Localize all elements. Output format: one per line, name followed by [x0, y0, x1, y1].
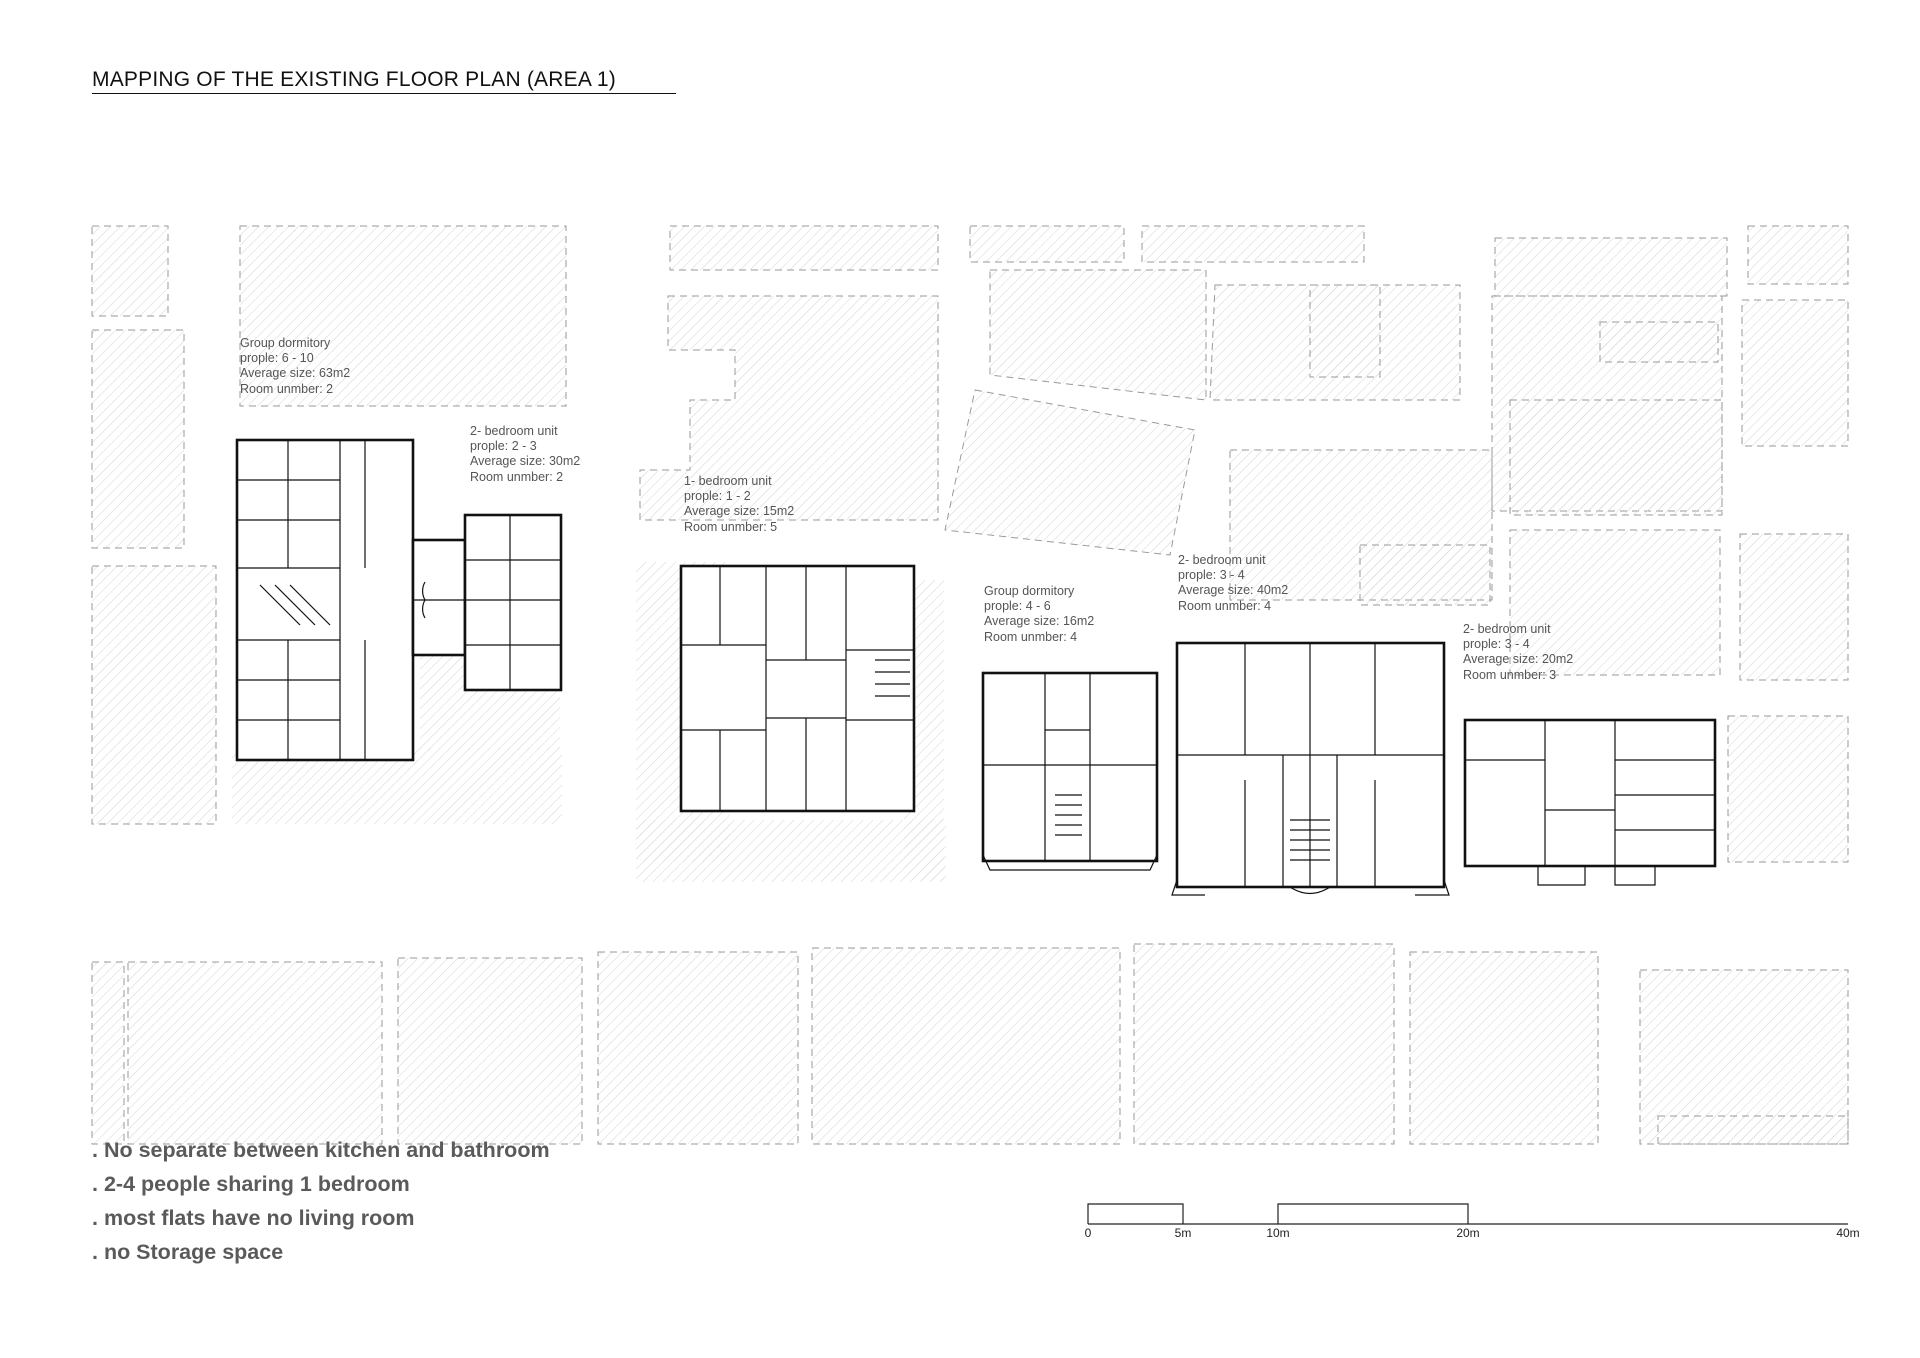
neighbour-plots-bottom	[91, 943, 1849, 1145]
scale-tick-label: 5m	[1174, 1226, 1192, 1240]
scale-tick-label: 40m	[1836, 1226, 1860, 1240]
building-5-plan	[1463, 718, 1717, 868]
scale-tick-label: 20m	[1456, 1226, 1480, 1240]
building-3-partitions	[982, 673, 1158, 871]
building-3-plan	[981, 671, 1159, 863]
title-underline	[92, 93, 676, 94]
note-item: . no Storage space	[92, 1240, 284, 1264]
observation-notes: . No separate between kitchen and bathro…	[92, 1138, 550, 1274]
note-item: . 2-4 people sharing 1 bedroom	[92, 1172, 410, 1196]
building-1-plan	[235, 438, 563, 762]
note-item: . most flats have no living room	[92, 1206, 415, 1230]
scale-tick-label: 0	[1084, 1226, 1092, 1240]
scale-bar	[1087, 1203, 1848, 1225]
building-4-partitions	[1171, 643, 1450, 896]
building-5-partitions	[1465, 720, 1715, 886]
scale-bar-segments	[1087, 1203, 1848, 1225]
note-item: . No separate between kitchen and bathro…	[92, 1138, 550, 1162]
building-2-partitions	[681, 566, 914, 811]
scale-tick-label: 10m	[1266, 1226, 1290, 1240]
page-title: MAPPING OF THE EXISTING FLOOR PLAN (AREA…	[92, 68, 616, 91]
neighbour-plots-top	[91, 225, 1849, 863]
building-1-partitions	[237, 440, 561, 760]
building-2-plan	[679, 564, 916, 813]
